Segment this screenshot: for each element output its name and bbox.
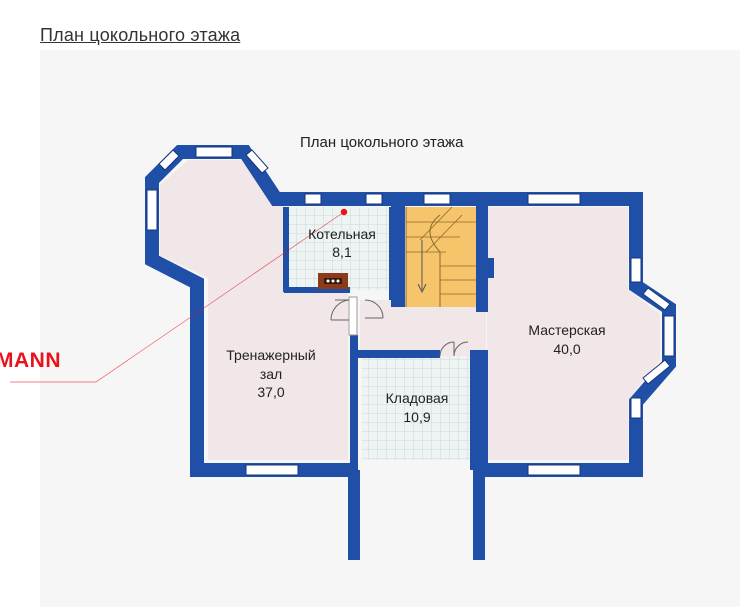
room-area: 8,1 [332,244,352,260]
window [365,193,383,205]
window [630,397,642,419]
window [245,464,299,476]
floor-workshop [487,207,660,460]
floor-hall [360,300,486,356]
window [527,193,581,205]
door-swing-boiler [335,299,384,319]
callout-dot [340,208,348,216]
doors [330,296,469,357]
boiler-unit [318,273,348,289]
room-area: 10,9 [403,409,430,425]
room-name: Котельная [308,226,376,242]
room-label-boiler: Котельная 8,1 [308,226,376,260]
wall-outer-left [145,145,356,477]
callout-brand: MANN [0,349,61,372]
window [630,257,642,283]
window [527,464,581,476]
window [146,189,158,231]
walls [145,145,676,560]
window [642,359,671,385]
callout: MANN [0,208,348,383]
window [642,287,671,311]
window [423,193,451,205]
callout-leader-line [10,211,345,383]
wall-pier [486,258,494,278]
staircase [405,206,479,307]
window [663,315,675,357]
room-name: Тренажерный [226,347,315,363]
window [158,149,180,171]
room-name-line2: зал [260,366,282,382]
room-area: 40,0 [553,341,580,357]
window [245,149,269,174]
room-name: Мастерская [528,322,605,338]
door-swing-storage [439,341,469,357]
floor-gym [160,160,348,460]
floor-storage [362,356,472,460]
room-label-gym: Тренажерный зал 37,0 [226,347,315,400]
room-label-storage: Кладовая 10,9 [386,390,449,425]
page-heading: План цокольного этажа [40,25,241,45]
window [304,193,322,205]
room-label-workshop: Мастерская 40,0 [528,322,605,357]
door-leaf [348,296,358,336]
plan-title: План цокольного этажа [300,134,464,151]
room-name: Кладовая [386,390,449,406]
window [195,146,233,158]
room-area: 37,0 [257,384,284,400]
windows [146,146,675,476]
